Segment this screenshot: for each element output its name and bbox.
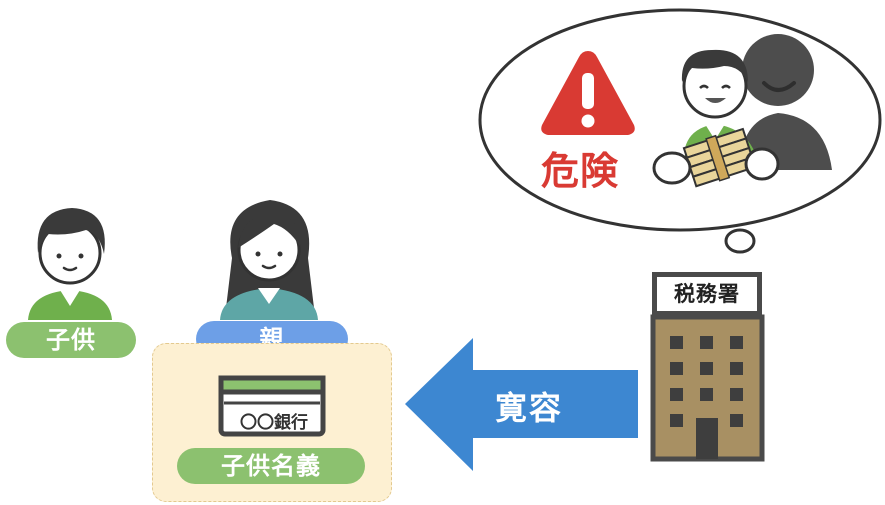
lenient-arrow bbox=[405, 338, 638, 471]
child-person-icon bbox=[28, 208, 112, 320]
lenient-label: 寛容 bbox=[495, 389, 564, 427]
child-label: 子供 bbox=[6, 322, 136, 358]
tax-office-sign: 税務署 bbox=[652, 272, 762, 316]
danger-label: 危険 bbox=[541, 149, 620, 193]
tax-office-building-icon bbox=[650, 314, 765, 462]
bankbook-icon bbox=[218, 375, 326, 437]
parent-person-icon bbox=[220, 200, 318, 320]
bank-name: 〇〇銀行 bbox=[240, 413, 308, 433]
warning-icon bbox=[541, 51, 635, 135]
child-name-label: 子供名義 bbox=[177, 448, 365, 484]
person-holding-money-icon bbox=[652, 49, 780, 188]
